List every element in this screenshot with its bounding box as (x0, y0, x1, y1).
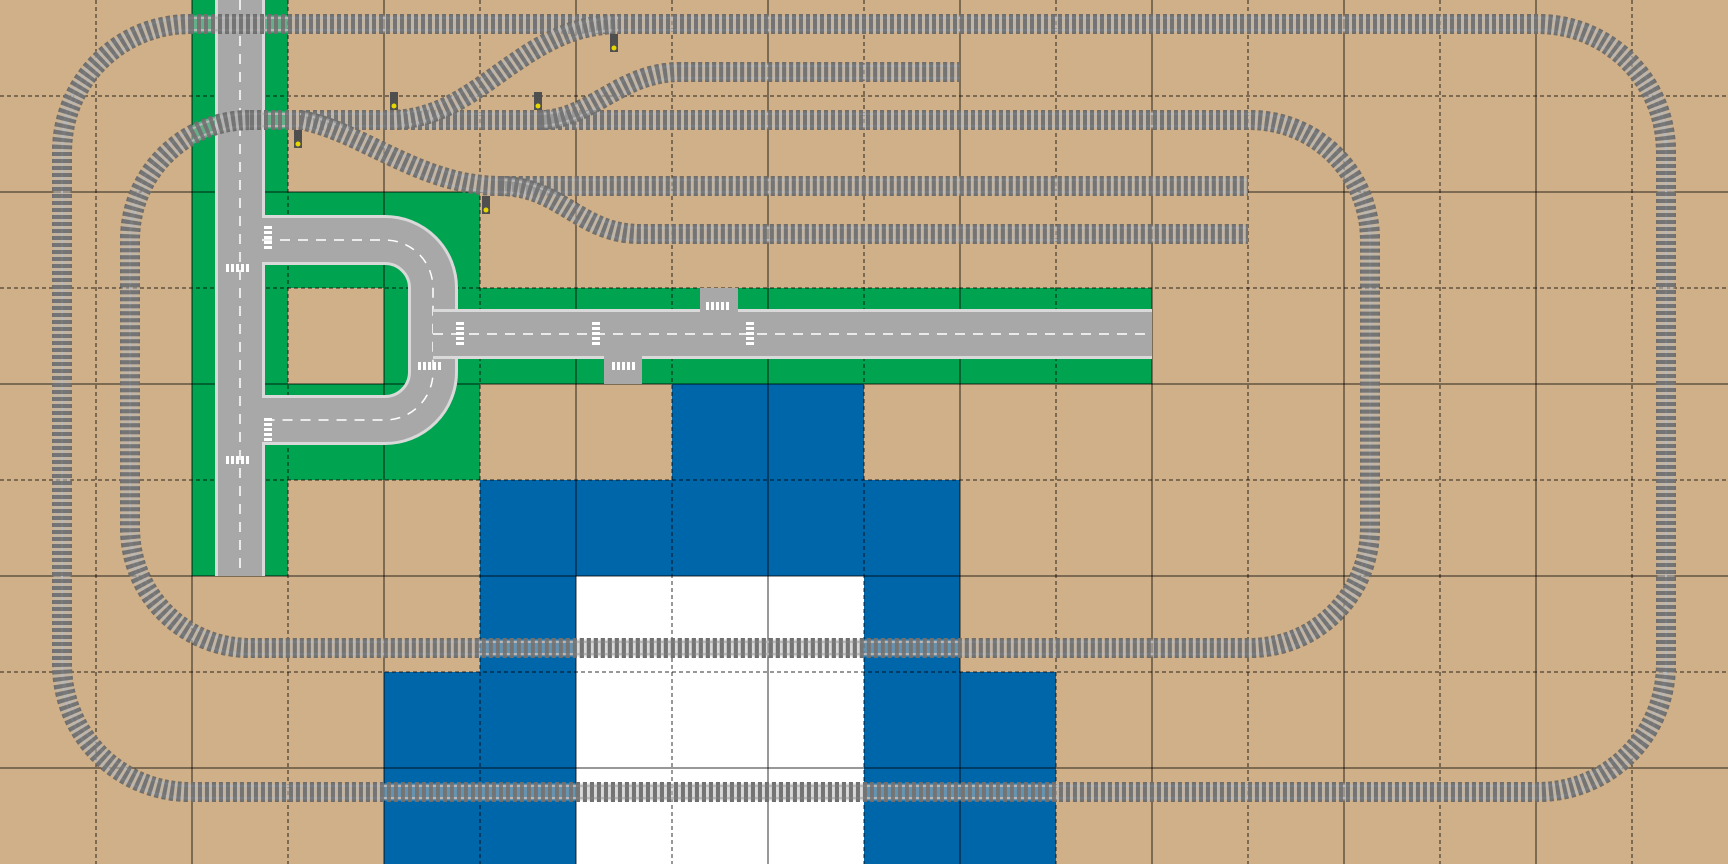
signal-lamp (611, 45, 617, 51)
crosswalk (438, 362, 441, 370)
crosswalk (264, 226, 272, 229)
crosswalk (231, 264, 234, 272)
crosswalk (264, 423, 272, 426)
crosswalk (264, 231, 272, 234)
crosswalk (226, 456, 229, 464)
crosswalk (264, 246, 272, 249)
lower-siding-track-2-rail (499, 179, 1248, 229)
crosswalk (456, 327, 464, 330)
crosswalk (612, 362, 615, 370)
crosswalk (231, 456, 234, 464)
signal-post (390, 92, 398, 110)
lower-siding-track-1-sleepers (298, 110, 1248, 196)
crosswalk (592, 327, 600, 330)
signal-lamp (483, 207, 489, 213)
crosswalk (632, 362, 635, 370)
crosswalk (418, 362, 421, 370)
crosswalk (617, 362, 620, 370)
signal-post (610, 34, 618, 52)
crosswalk (423, 362, 426, 370)
crossover-track-sleepers (389, 14, 621, 130)
crosswalk (456, 337, 464, 340)
crosswalk (456, 332, 464, 335)
water-plate (480, 480, 960, 576)
crosswalk (726, 302, 729, 310)
crosswalk (592, 337, 600, 340)
rail-network (52, 14, 1676, 802)
crosswalk (746, 327, 754, 330)
crosswalk (433, 362, 436, 370)
inner-loop-track-sleepers (120, 110, 1380, 658)
crosswalk (428, 362, 431, 370)
crosswalk (226, 264, 229, 272)
crosswalk (592, 332, 600, 335)
crosswalk (246, 456, 249, 464)
crosswalk (706, 302, 709, 310)
white-plate (576, 576, 864, 864)
signal-lamp (391, 103, 397, 109)
crosswalk (711, 302, 714, 310)
crosswalk (746, 322, 754, 325)
crosswalk (627, 362, 630, 370)
signal-lamp (535, 103, 541, 109)
road-stub-north (700, 288, 738, 314)
crosswalk (264, 241, 272, 244)
crosswalk (264, 428, 272, 431)
crosswalk (622, 362, 625, 370)
crosswalk (456, 322, 464, 325)
road-network (215, 0, 1152, 576)
railway-signals (294, 34, 618, 214)
lower-siding-track-2-sleepers (499, 176, 1248, 244)
signal-lamp (295, 141, 301, 147)
crosswalk (236, 456, 239, 464)
outer-loop-track-sleepers (52, 14, 1676, 802)
crosswalk (241, 456, 244, 464)
crosswalk (264, 438, 272, 441)
crosswalk (246, 264, 249, 272)
crosswalk (456, 342, 464, 345)
signal-post (294, 130, 302, 148)
ground-patch (288, 288, 384, 384)
signal-post (534, 92, 542, 110)
crosswalk (592, 322, 600, 325)
crosswalk (592, 342, 600, 345)
crosswalk (746, 337, 754, 340)
crosswalk (264, 236, 272, 239)
crosswalk (241, 264, 244, 272)
crosswalk (264, 418, 272, 421)
signal-post (482, 196, 490, 214)
crosswalk (264, 433, 272, 436)
upper-siding-track-sleepers (539, 62, 960, 130)
crosswalk (716, 302, 719, 310)
crosswalk (236, 264, 239, 272)
crosswalk (721, 302, 724, 310)
crosswalk (746, 332, 754, 335)
crosswalk (746, 342, 754, 345)
